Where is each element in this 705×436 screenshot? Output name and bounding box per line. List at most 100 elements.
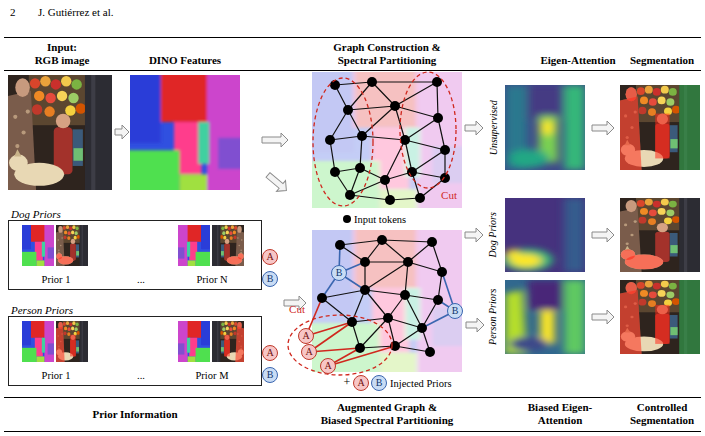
graph-token-dots bbox=[425, 347, 435, 357]
prior-thumbnails bbox=[176, 319, 211, 364]
column-header: Input: RGB image bbox=[22, 41, 102, 66]
prior-label: Prior 1 bbox=[42, 274, 71, 285]
circle-letter: A bbox=[357, 378, 364, 388]
graph-token-dots bbox=[325, 135, 335, 145]
eigen-attention-map bbox=[505, 85, 585, 170]
rule-lines bbox=[4, 431, 701, 432]
graph-token-dots bbox=[347, 317, 357, 327]
graph-token-dots bbox=[380, 175, 390, 185]
graph-token-dots bbox=[330, 80, 340, 90]
prior-thumbnails bbox=[212, 321, 244, 362]
graph-background bbox=[305, 224, 470, 379]
legend-entry: Input tokens bbox=[354, 214, 406, 225]
row-caption: Prior Information bbox=[92, 408, 177, 421]
graph-token-dots bbox=[415, 193, 425, 203]
column-header: Segmentation bbox=[630, 54, 694, 67]
flow-arrow bbox=[465, 228, 483, 242]
segmentation-image bbox=[679, 85, 700, 170]
prior-thumbnails bbox=[176, 223, 211, 268]
graph-token-dots bbox=[335, 240, 345, 250]
prior-thumbnails bbox=[176, 319, 211, 364]
row-label: Unsupervised bbox=[487, 101, 499, 156]
flow-arrow bbox=[466, 318, 484, 332]
cut-label: Cut bbox=[289, 303, 305, 316]
circle-letter: B bbox=[336, 268, 343, 278]
segmentation-image bbox=[620, 85, 700, 354]
panel-heading: Person Priors bbox=[11, 304, 73, 316]
input-image bbox=[8, 75, 112, 190]
legend-text: Injected Priors bbox=[390, 378, 452, 389]
graph-token-dots bbox=[355, 343, 365, 353]
graph-token-dots bbox=[440, 173, 450, 183]
circle-letter: B bbox=[267, 274, 274, 284]
prior-b-circle: B bbox=[331, 265, 347, 281]
circle-letter: A bbox=[266, 348, 273, 358]
cut-label: Cut bbox=[441, 189, 457, 202]
graph-token-dots bbox=[355, 163, 365, 173]
prior-a-circle: A bbox=[298, 328, 314, 344]
flow-arrow bbox=[465, 121, 483, 135]
prior-a-circle: A bbox=[301, 344, 317, 360]
graph-token-dots bbox=[357, 131, 367, 141]
panel-heading: Dog Priors bbox=[11, 208, 61, 220]
column-header: Graph Construction & Spectral Partitioni… bbox=[312, 41, 462, 66]
prior-thumbnails bbox=[20, 223, 55, 268]
prior-label: Prior N bbox=[196, 274, 227, 285]
rule-lines bbox=[4, 397, 701, 398]
flow-arrow bbox=[592, 310, 614, 324]
prior-thumbnails bbox=[212, 225, 244, 266]
prior-thumbnails bbox=[56, 321, 88, 362]
graph-token-dots bbox=[432, 77, 442, 87]
prior-thumbnails bbox=[227, 253, 244, 264]
segmentation-image bbox=[620, 85, 700, 170]
prior-a-circle: A bbox=[262, 249, 278, 265]
graph-token-dots bbox=[330, 167, 340, 177]
rule-lines bbox=[4, 38, 701, 432]
input-image bbox=[8, 75, 112, 190]
eigen-attention-map bbox=[502, 198, 585, 272]
segmentation-image bbox=[620, 87, 670, 170]
segmentation-image bbox=[620, 280, 700, 354]
prior-thumbnails bbox=[20, 319, 55, 364]
graph-token-dots bbox=[343, 105, 353, 115]
prior-thumbnails bbox=[20, 223, 55, 268]
circle-letter: A bbox=[302, 331, 309, 341]
eigen-attention-map bbox=[505, 85, 585, 170]
graph-token-dots bbox=[317, 77, 450, 357]
flow-arrow bbox=[264, 170, 291, 196]
segmentation-image bbox=[620, 198, 700, 272]
graph-background bbox=[305, 224, 470, 379]
graph-background bbox=[305, 66, 470, 214]
segmentation-image bbox=[679, 280, 700, 354]
prior-label: ... bbox=[137, 370, 145, 381]
prior-links bbox=[306, 245, 455, 366]
running-head: J. Gutiérrez et al. bbox=[38, 6, 113, 19]
prior-panel: Person PriorsPrior 1...Prior M bbox=[8, 316, 262, 386]
graph-token-dots bbox=[403, 257, 413, 267]
prior-thumbnails bbox=[56, 322, 76, 362]
graph-token-dots bbox=[400, 135, 410, 145]
graph-token-dots bbox=[385, 195, 395, 205]
input-image bbox=[8, 75, 112, 190]
eigen-attention-map bbox=[502, 85, 585, 354]
graph-token-dots bbox=[360, 257, 370, 267]
dino-feature-map bbox=[125, 70, 246, 195]
circle-letter: B bbox=[376, 378, 383, 388]
prior-b-circle: B bbox=[447, 303, 463, 319]
prior-thumbnails bbox=[176, 223, 211, 268]
prior-links bbox=[306, 298, 395, 366]
rule-lines bbox=[4, 37, 701, 38]
graph-token-dots bbox=[417, 323, 427, 333]
plus-sign: + bbox=[344, 376, 351, 390]
row-label: Dog Priors bbox=[487, 212, 499, 257]
eigen-attention-map bbox=[502, 198, 585, 272]
prior-b-circle: B bbox=[262, 367, 278, 383]
graph-token-dots bbox=[367, 77, 377, 87]
graph-token-dots bbox=[390, 101, 400, 111]
segmentation-image bbox=[620, 280, 700, 354]
graph-token-dots bbox=[433, 113, 443, 123]
graph-token-dots bbox=[433, 295, 443, 305]
row-caption: Augmented Graph & Biased Spectral Partit… bbox=[305, 401, 470, 426]
prior-label: Prior 1 bbox=[42, 370, 71, 381]
cut-ellipse bbox=[313, 78, 373, 206]
